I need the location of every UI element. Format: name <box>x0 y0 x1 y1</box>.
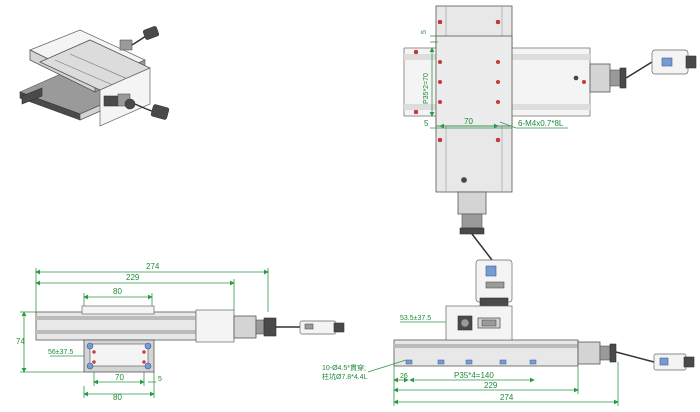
dim-274-front: 274 <box>146 262 160 271</box>
dim-5-front: 5 <box>158 376 162 383</box>
dim-56: 56±37.5 <box>48 349 73 356</box>
top-view: 5 P35*2=70 5 70 6-M4x0.7*8L <box>403 5 697 307</box>
hole-note-2: 柱坑Ø7.8*4.4L <box>322 372 368 381</box>
dim-229-front: 229 <box>126 273 140 282</box>
isometric-view <box>19 26 170 127</box>
side-base <box>393 339 579 367</box>
thread-note: 6-M4x0.7*8L <box>518 119 564 128</box>
dim-74: 74 <box>16 337 25 346</box>
motor-housing <box>195 309 235 343</box>
side-view: 53.5±37.5 10-Ø4.5*貫穿; 柱坑Ø7.8*4.4L 26 P35… <box>322 305 695 406</box>
hole-note-1: 10-Ø4.5*貫穿; <box>322 363 366 372</box>
dim-80-bottom: 80 <box>113 393 122 402</box>
carriage <box>81 305 155 315</box>
side-carriage <box>445 305 513 341</box>
dim-274-side: 274 <box>500 393 514 402</box>
dim-70-top: 70 <box>464 117 473 126</box>
dim-5-left: 5 <box>424 119 429 128</box>
dim-5-top: 5 <box>421 30 428 34</box>
front-view: 274 229 80 74 56±37.5 70 5 80 <box>16 262 345 402</box>
dim-229-side: 229 <box>484 381 498 390</box>
dim-80-top: 80 <box>113 287 122 296</box>
dim-26: 26 <box>400 373 408 380</box>
dim-53: 53.5±37.5 <box>400 315 431 322</box>
dim-p35-70: P35*2=70 <box>423 73 430 104</box>
dim-p35-140: P35*4=140 <box>454 371 494 380</box>
dim-70-front: 70 <box>115 373 124 382</box>
